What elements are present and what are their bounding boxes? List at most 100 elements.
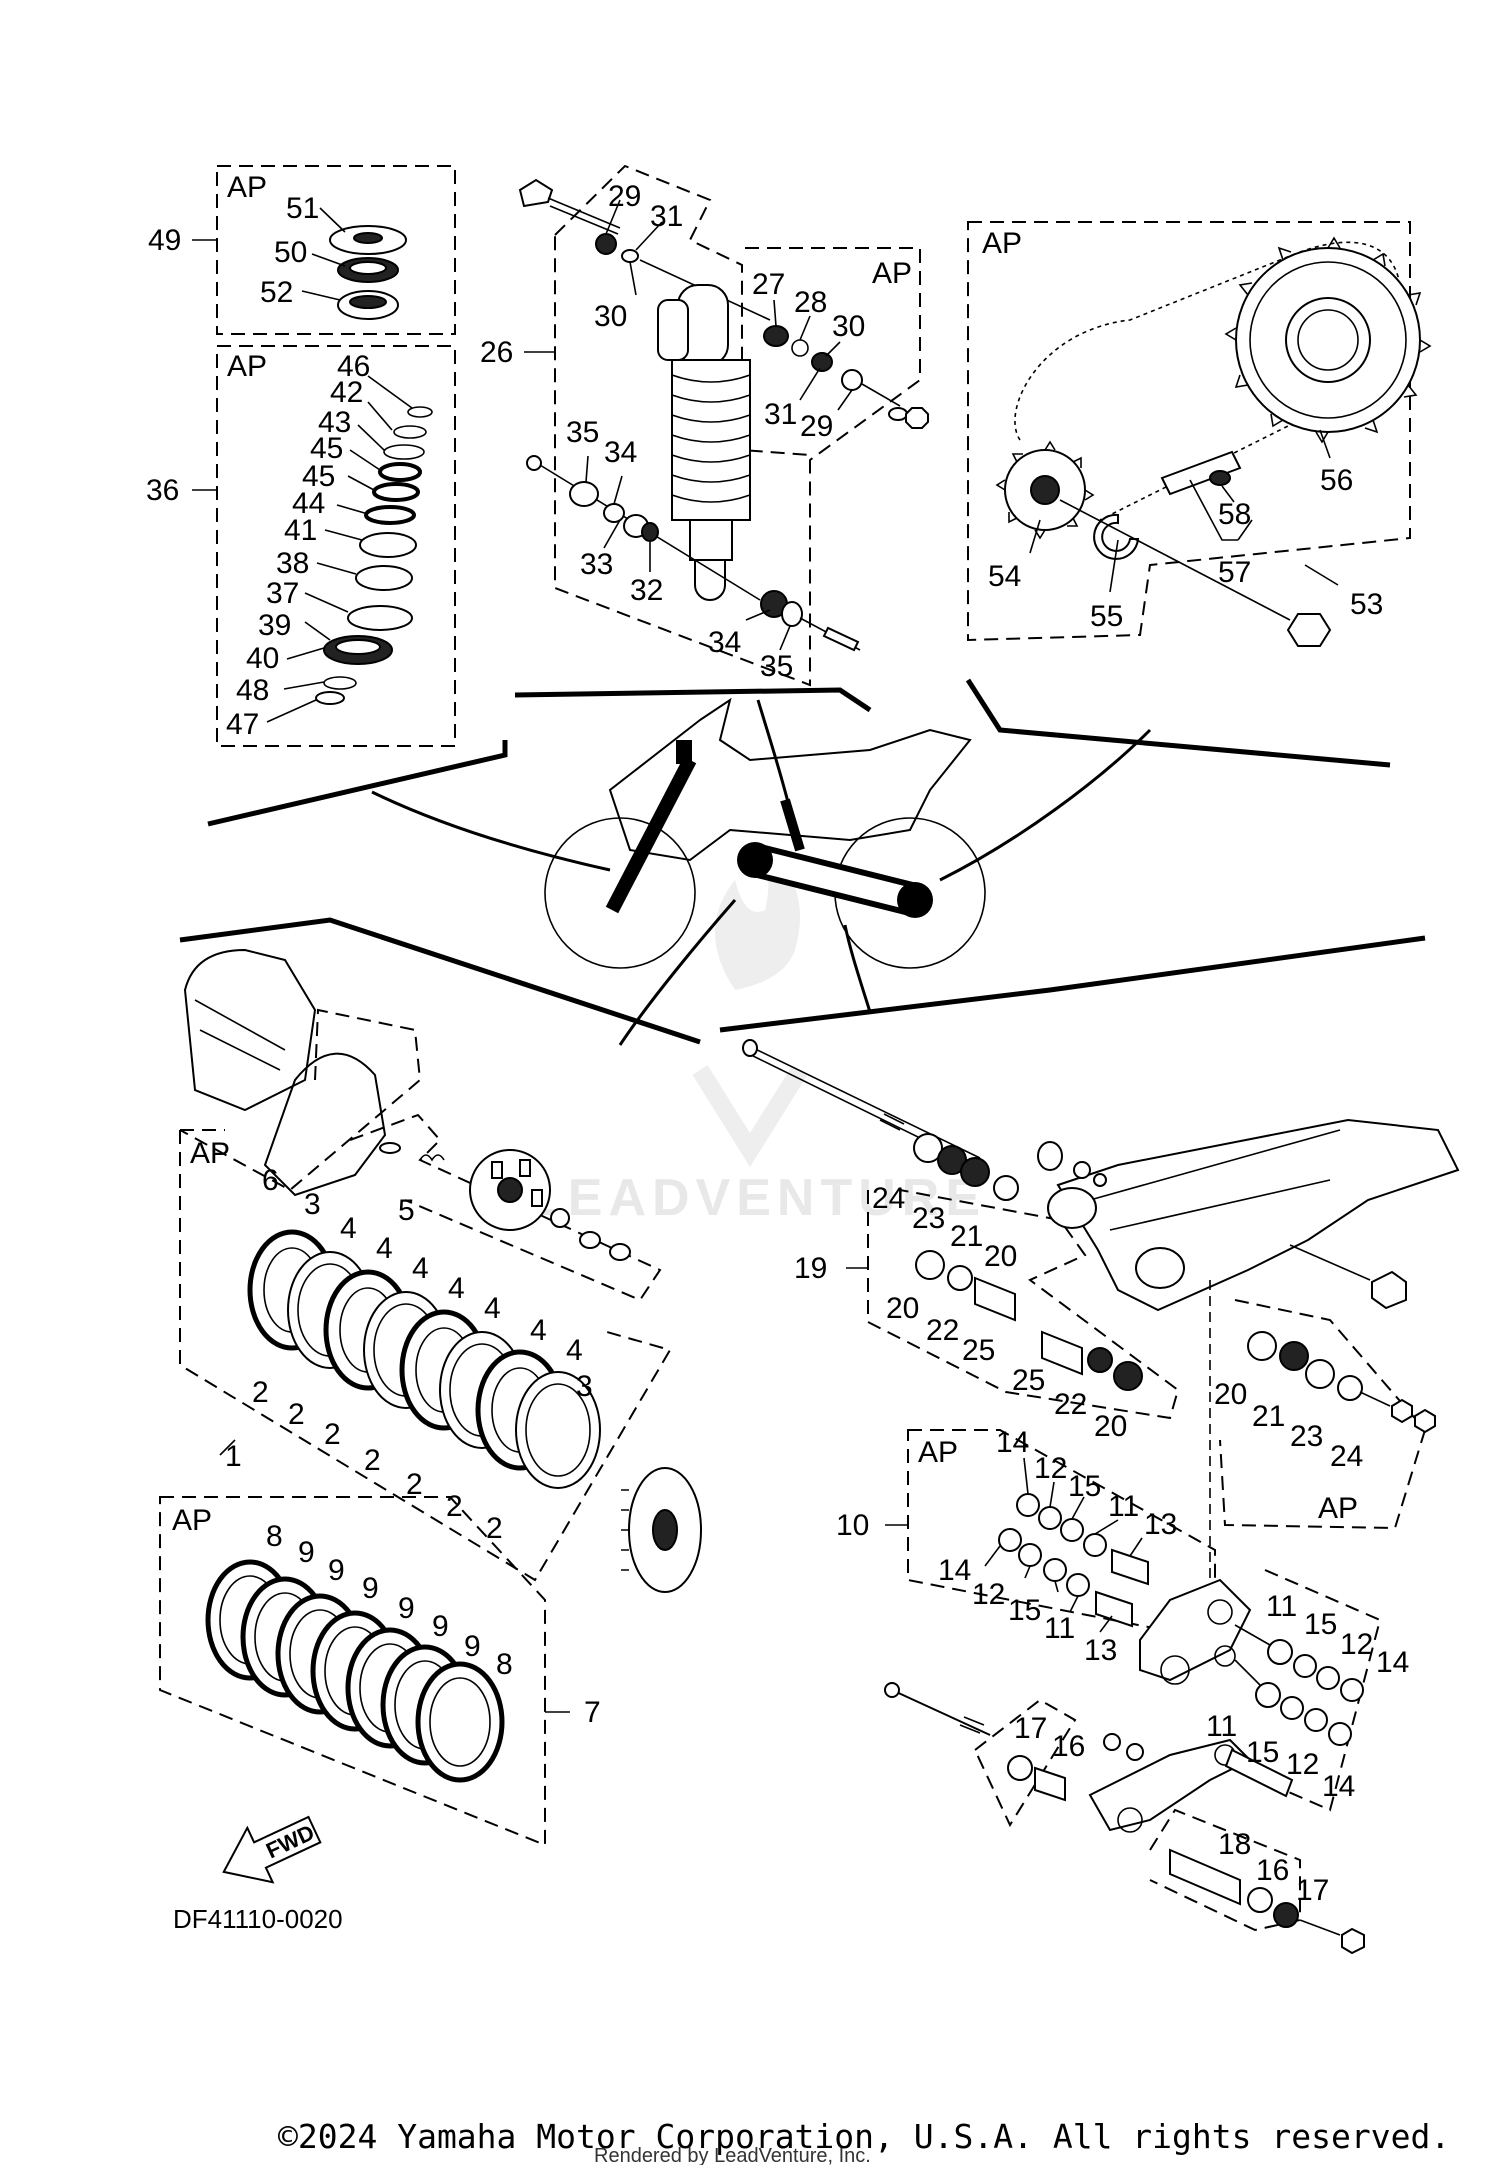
callout-6: 6 [262, 1164, 279, 1197]
steering-bearing-group: AP AP [192, 165, 456, 747]
callout-9e: 9 [432, 1610, 449, 1643]
callout-9a: 9 [298, 1536, 315, 1569]
svg-text:AP: AP [172, 1504, 212, 1537]
drive-chain-group: AP [967, 221, 1432, 647]
callout-55: 55 [1090, 600, 1123, 633]
callout-9f: 9 [464, 1630, 481, 1663]
callout-48: 48 [236, 674, 269, 707]
callout-3: 3 [304, 1188, 321, 1221]
callout-2b: 2 [288, 1398, 305, 1431]
callout-52: 52 [260, 276, 293, 309]
callout-15c: 15 [1304, 1608, 1337, 1641]
callout-19: 19 [794, 1252, 827, 1285]
callout-24b: 24 [1330, 1440, 1363, 1473]
callout-36: 36 [146, 474, 179, 507]
callout-20b: 20 [886, 1292, 919, 1325]
callout-2d: 2 [364, 1444, 381, 1477]
callout-4d: 4 [448, 1272, 465, 1305]
callout-8: 8 [266, 1520, 283, 1553]
callout-4b: 4 [376, 1232, 393, 1265]
callout-5: 5 [398, 1194, 415, 1227]
callout-2f: 2 [446, 1490, 463, 1523]
callout-35: 35 [566, 416, 599, 449]
callout-12c: 12 [1340, 1628, 1373, 1661]
callout-29b: 29 [800, 410, 833, 443]
callout-39: 39 [258, 609, 291, 642]
callout-31b: 31 [764, 398, 797, 431]
callout-50: 50 [274, 236, 307, 269]
callout-32: 32 [630, 574, 663, 607]
callout-17: 17 [1014, 1712, 1047, 1745]
callout-24: 24 [872, 1182, 905, 1215]
callout-9d: 9 [398, 1592, 415, 1625]
friction-plates-group: AP FWD DF41110-0020 [159, 1496, 570, 1934]
callout-25: 25 [962, 1334, 995, 1367]
svg-text:AP: AP [1318, 1492, 1358, 1525]
callout-2e: 2 [406, 1468, 423, 1501]
callout-2g: 2 [486, 1512, 503, 1545]
callout-30: 30 [594, 300, 627, 333]
fwd-arrow: FWD [222, 1815, 322, 1884]
callout-12: 12 [1034, 1452, 1067, 1485]
callout-31: 31 [650, 200, 683, 233]
callout-13: 13 [1144, 1508, 1177, 1541]
callout-17b: 17 [1296, 1874, 1329, 1907]
callout-33: 33 [580, 548, 613, 581]
svg-text:AP: AP [982, 227, 1022, 260]
callout-12b: 12 [972, 1578, 1005, 1611]
callout-18: 18 [1218, 1828, 1251, 1861]
diagram-code: DF41110-0020 [173, 1904, 343, 1934]
callout-49: 49 [148, 224, 181, 257]
callout-42: 42 [330, 376, 363, 409]
callout-26: 26 [480, 336, 513, 369]
copyright-text: ©2024 Yamaha Motor Corporation, U.S.A. A… [278, 2117, 1450, 2156]
callout-35b: 35 [760, 650, 793, 683]
callout-11c: 11 [1266, 1590, 1297, 1623]
callout-15b: 15 [1008, 1594, 1041, 1627]
callout-34b: 34 [708, 626, 741, 659]
svg-text:AP: AP [872, 257, 912, 290]
callout-2a: 2 [252, 1376, 269, 1409]
rear-shock-group: AP [518, 164, 929, 687]
callout-41: 41 [284, 514, 317, 547]
callout-1: 1 [225, 1440, 242, 1473]
callout-30b: 30 [832, 310, 865, 343]
callout-14d: 14 [1322, 1770, 1355, 1803]
svg-text:AP: AP [190, 1137, 230, 1170]
callout-56: 56 [1320, 464, 1353, 497]
callout-46: 46 [337, 350, 370, 383]
callout-58: 58 [1218, 498, 1251, 531]
callout-29: 29 [608, 180, 641, 213]
callout-labels: 49 51 50 52 36 46 42 43 45 45 44 41 38 3… [146, 180, 1409, 1907]
callout-25b: 25 [1012, 1364, 1045, 1397]
callout-37: 37 [266, 577, 299, 610]
callout-4g: 4 [566, 1334, 583, 1367]
callout-11d: 11 [1206, 1710, 1237, 1743]
callout-45b: 45 [302, 460, 335, 493]
callout-11b: 11 [1044, 1612, 1075, 1645]
clutch-group: AP [179, 948, 702, 1593]
watermark: LEADVENTURE [530, 840, 980, 1227]
callout-20c: 20 [1094, 1410, 1127, 1443]
callout-10: 10 [836, 1509, 869, 1542]
callout-11: 11 [1108, 1490, 1139, 1523]
callout-47: 47 [226, 708, 259, 741]
callout-27: 27 [752, 268, 785, 301]
callout-20d: 20 [1214, 1378, 1247, 1411]
motorcycle-overview [179, 678, 1426, 1046]
callout-57: 57 [1218, 556, 1251, 589]
callout-2c: 2 [324, 1418, 341, 1451]
callout-4e: 4 [484, 1292, 501, 1325]
callout-44: 44 [292, 487, 325, 520]
relay-arm-group: AP [884, 1429, 1382, 1955]
callout-7: 7 [584, 1696, 601, 1729]
callout-15: 15 [1068, 1470, 1101, 1503]
callout-20: 20 [984, 1240, 1017, 1273]
callout-4c: 4 [412, 1252, 429, 1285]
callout-4a: 4 [340, 1212, 357, 1245]
callout-16: 16 [1052, 1730, 1085, 1763]
callout-53: 53 [1350, 588, 1383, 621]
callout-28: 28 [794, 286, 827, 319]
callout-3b: 3 [576, 1370, 593, 1403]
